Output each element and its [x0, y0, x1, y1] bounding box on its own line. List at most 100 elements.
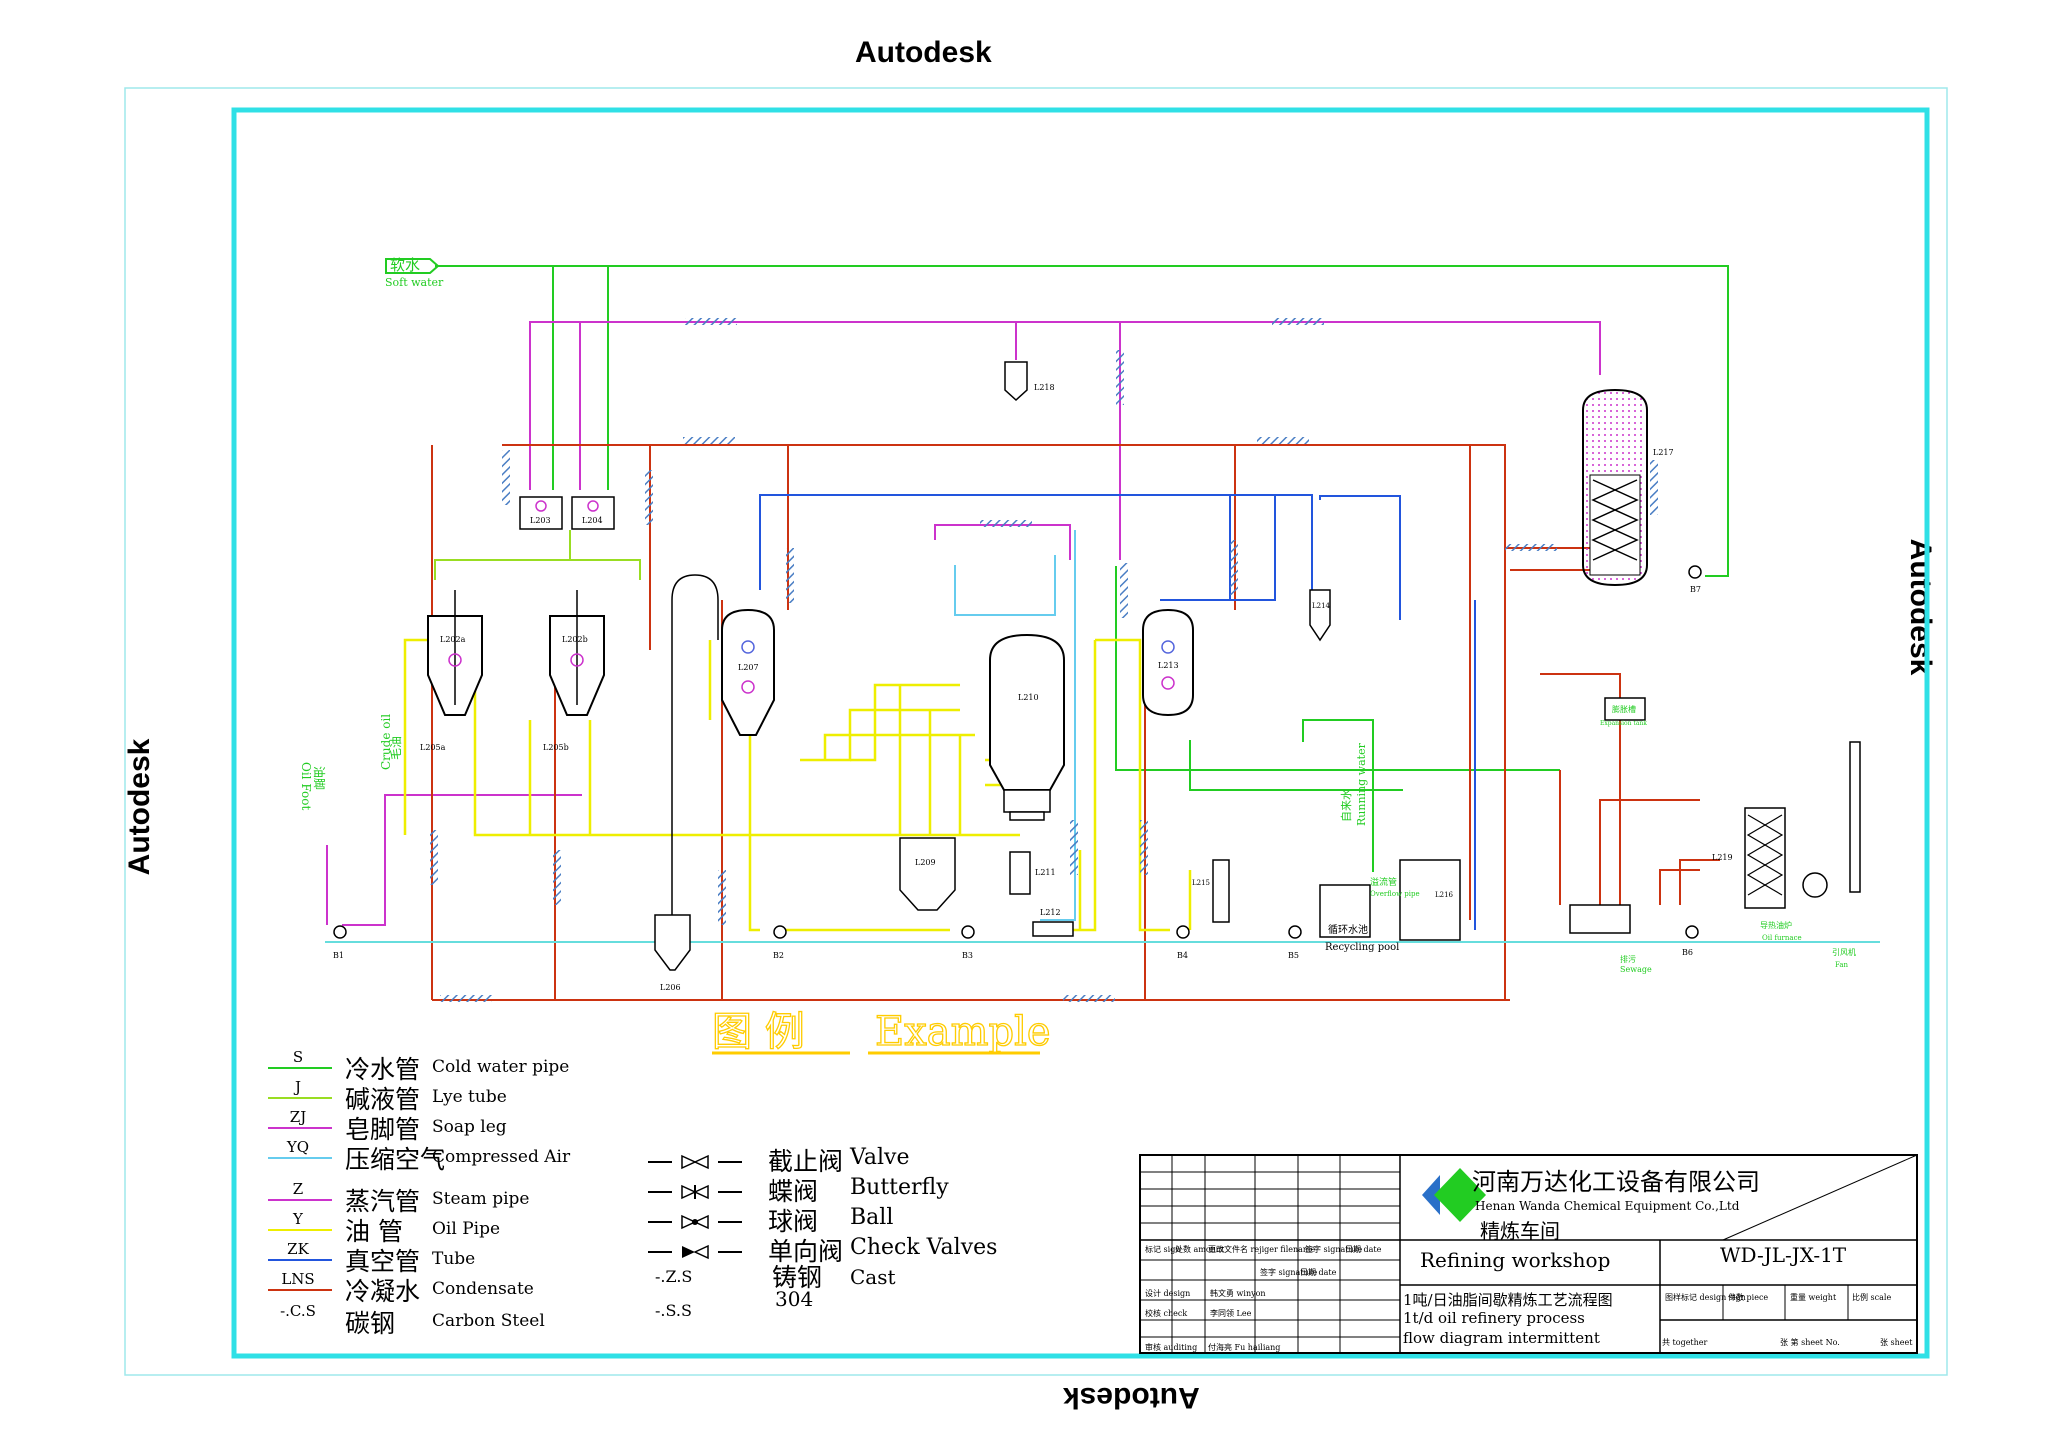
lye-pipes	[434, 530, 641, 580]
valve-symbol-icon	[648, 1184, 742, 1200]
soft-water-en: Soft water	[385, 276, 444, 289]
oil-furnace-cn: 导热油炉	[1760, 920, 1792, 930]
crude-oil-cn: 毛油	[389, 736, 403, 760]
filter-l211: L211	[1009, 851, 1056, 895]
valve-en: Ball	[850, 1205, 893, 1230]
material-code: -.Z.S	[655, 1267, 692, 1286]
valve-cn: 蝶阀	[768, 1177, 818, 1206]
sewage-en: Sewage	[1620, 965, 1652, 974]
sewage-tank: Sewage 排污	[1569, 904, 1652, 974]
filter-l215: L215	[1192, 859, 1230, 923]
sewage-cn: 排污	[1620, 954, 1636, 964]
label-l202a: L202a	[440, 635, 466, 644]
expansion-en: Expansion tank	[1600, 720, 1647, 727]
watermark-top: Autodesk	[855, 36, 992, 69]
workshop-cn: 精炼车间	[1480, 1219, 1560, 1243]
audit-label: 审核 auditing	[1145, 1342, 1197, 1352]
fan-en: Fan	[1835, 961, 1849, 969]
rev2-label: 签字 signature	[1260, 1267, 1317, 1277]
legend-code: Z	[293, 1180, 303, 1198]
label-l205a: L205a	[420, 743, 446, 752]
legend-cn: 碱液管	[345, 1085, 420, 1114]
rev-label: 处数 amount	[1175, 1244, 1225, 1254]
tower-l217: L217	[1582, 388, 1674, 587]
dosing-tank-l203: L203	[519, 496, 563, 530]
legend-code: ZK	[287, 1240, 309, 1258]
workshop-en: Refining workshop	[1420, 1248, 1610, 1272]
vacuum-unit-l216: L216	[1319, 859, 1461, 941]
deodorizer-l210: L210	[989, 633, 1065, 821]
soft-water-cn: 软水	[390, 256, 420, 274]
material-en: 304	[775, 1287, 813, 1311]
legend-en: Cold water pipe	[432, 1057, 569, 1077]
expansion-cn: 膨胀槽	[1612, 704, 1636, 714]
expansion-tank: 膨胀槽 Expansion tank	[1600, 697, 1647, 727]
company-logo	[1422, 1168, 1486, 1222]
oil-furnace-en: Oil furnace	[1762, 934, 1802, 942]
insulation-hatches	[430, 318, 1658, 1002]
oil-foot-en: Oil Foot	[299, 762, 313, 810]
legend-cn: 碳钢	[345, 1309, 395, 1338]
label-l203: L203	[530, 516, 551, 525]
legend-cn: 油 管	[345, 1217, 403, 1246]
air-pipes	[954, 530, 1076, 921]
recycling-cn: 循环水池	[1328, 923, 1368, 936]
valve-cn: 截止阀	[768, 1147, 843, 1176]
legend-code: LNS	[281, 1270, 314, 1288]
storage-l206: L206	[654, 574, 719, 992]
crude-oil-tank-l202a: L202a L205a	[420, 590, 483, 752]
overflow-cn: 溢流管	[1370, 876, 1397, 888]
legend-code: YQ	[286, 1138, 309, 1156]
valve-en: Valve	[849, 1145, 909, 1170]
company-cn: 河南万达化工设备有限公司	[1472, 1168, 1760, 1196]
legend-code: J	[293, 1078, 301, 1096]
valve-symbol-icon	[648, 1214, 742, 1230]
label-b2: B2	[773, 951, 784, 960]
label-b4: B4	[1177, 951, 1188, 960]
legend-title-en: Example	[875, 1009, 1051, 1055]
oil-foot-cn: 油脚	[312, 766, 327, 790]
crude-oil-en: Crude oil	[379, 714, 393, 770]
legend-en: Carbon Steel	[432, 1311, 545, 1331]
rev-label: 更改文件名 rejiger filename	[1208, 1244, 1315, 1254]
label-l205b: L205b	[543, 743, 569, 752]
together-label: 共 together	[1662, 1338, 1708, 1347]
running-water-cn: 自来水	[1340, 789, 1353, 822]
soft-water-inlet-arrow	[385, 258, 440, 274]
legend-cn: 冷凝水	[345, 1277, 420, 1306]
soap-leg-pipes	[326, 321, 1601, 926]
soft-water-pipes	[435, 265, 1729, 872]
label-b5: B5	[1288, 951, 1299, 960]
design-label: 设计 design	[1145, 1288, 1190, 1298]
label-l212: L212	[1040, 908, 1061, 917]
crude-oil-tank-l202b: L202b L205b	[543, 590, 605, 752]
check-name: 李同领 Lee	[1210, 1308, 1252, 1318]
label-b7: B7	[1690, 585, 1701, 594]
running-water-en: Running water	[1355, 742, 1368, 826]
material-cn: 铸钢	[772, 1263, 822, 1292]
legend-cn: 压缩空气	[345, 1145, 445, 1174]
legend-code: S	[293, 1048, 303, 1066]
legend-en: Tube	[432, 1249, 475, 1269]
legend-en: Soap leg	[432, 1117, 507, 1137]
check-label: 校核 check	[1145, 1308, 1187, 1318]
valve-symbol-icon	[648, 1154, 742, 1170]
legend-cn: 皂脚管	[345, 1115, 420, 1144]
label-l213: L213	[1158, 661, 1179, 670]
neutralizer-l207: L207	[721, 608, 775, 736]
separator-l214: L214	[1309, 589, 1331, 642]
title-block	[1139, 1154, 1918, 1354]
legend-en: Oil Pipe	[432, 1219, 500, 1239]
inner-frame	[231, 107, 1930, 1359]
company-en: Henan Wanda Chemical Equipment Co.,Ltd	[1475, 1199, 1740, 1213]
label-l214: L214	[1312, 602, 1331, 610]
valve-cn: 球阀	[768, 1207, 818, 1236]
material-en: Cast	[850, 1265, 896, 1289]
legend-cn: 真空管	[345, 1247, 420, 1276]
recycling-en: Recycling pool	[1325, 942, 1399, 953]
right-label: 件数 piece	[1728, 1292, 1768, 1302]
label-l215: L215	[1192, 879, 1210, 887]
